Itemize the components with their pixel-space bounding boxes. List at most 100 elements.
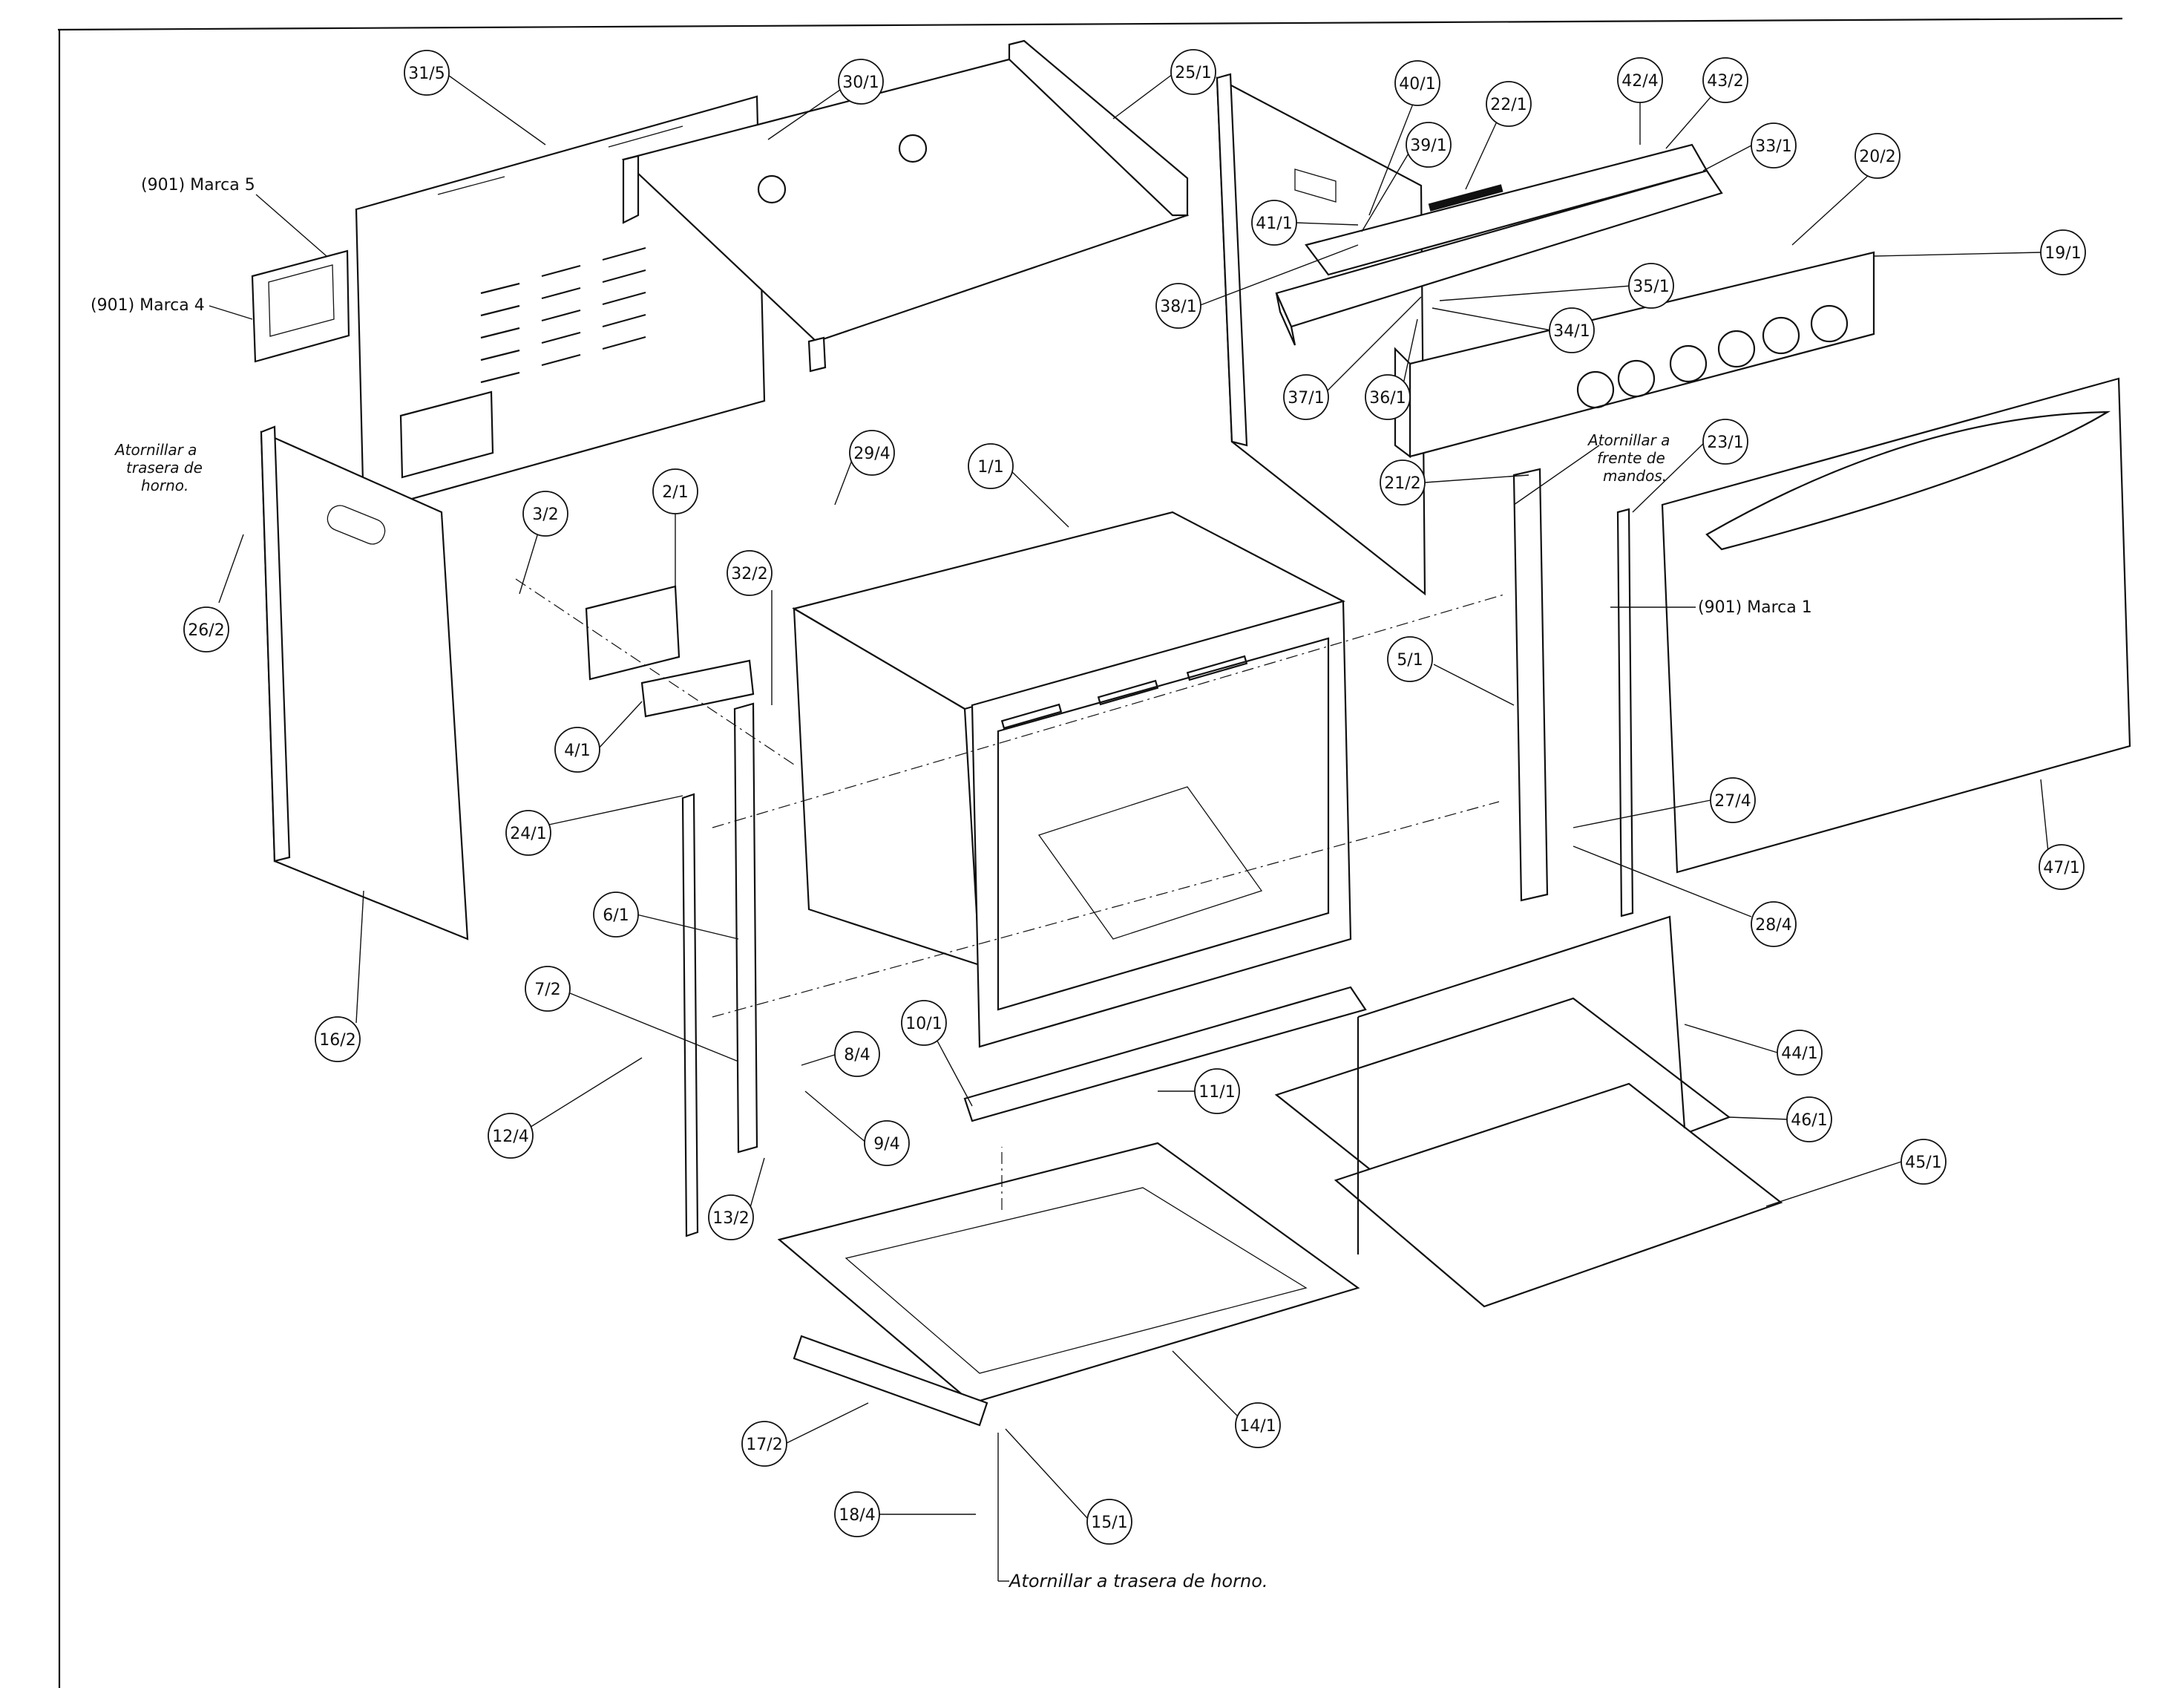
callout-38-1: 38/1: [1155, 283, 1201, 329]
svg-text:24/1: 24/1: [510, 825, 546, 843]
svg-text:34/1: 34/1: [1553, 322, 1590, 341]
callout-42-4: 42/4: [1617, 57, 1663, 103]
callout-34-1: 34/1: [1549, 307, 1595, 353]
svg-text:41/1: 41/1: [1256, 215, 1292, 233]
svg-text:12/4: 12/4: [492, 1128, 528, 1146]
svg-text:29/4: 29/4: [853, 445, 890, 463]
svg-text:3/2: 3/2: [532, 506, 558, 524]
svg-text:23/1: 23/1: [1707, 434, 1743, 452]
callout-13-2: 13/2: [708, 1194, 754, 1240]
callout-10-1: 10/1: [901, 1000, 947, 1046]
callout-2-1: 2/1: [652, 468, 698, 514]
small-parts: [585, 585, 1367, 1427]
callout-30-1: 30/1: [838, 59, 884, 105]
left-side-panel: [260, 425, 469, 940]
svg-text:46/1: 46/1: [1791, 1111, 1827, 1130]
control-panel-frame: [1275, 143, 1723, 346]
callout-24-1: 24/1: [505, 810, 551, 856]
callout-6-1: 6/1: [593, 892, 639, 938]
svg-text:27/4: 27/4: [1714, 792, 1751, 811]
callout-16-2: 16/2: [315, 1016, 361, 1062]
svg-text:47/1: 47/1: [2043, 859, 2079, 877]
svg-text:16/2: 16/2: [319, 1031, 355, 1050]
marca-plates: [251, 249, 350, 363]
callout-39-1: 39/1: [1406, 122, 1452, 168]
control-knobs: [1576, 304, 1849, 409]
callout-41-1: 41/1: [1251, 200, 1297, 246]
callout-31-5: 31/5: [404, 50, 450, 96]
front-note-line-1: Atornillar a: [1587, 431, 1670, 449]
bottom-plate: [777, 1142, 1360, 1404]
callout-40-1: 40/1: [1394, 60, 1440, 106]
svg-text:28/4: 28/4: [1755, 916, 1791, 935]
callout-12-4: 12/4: [488, 1113, 534, 1159]
bottom-note: Atornillar a trasera de horno.: [1008, 1571, 1268, 1592]
svg-text:4/1: 4/1: [564, 742, 590, 760]
oven-cavity: [792, 511, 1352, 1048]
callout-37-1: 37/1: [1283, 374, 1329, 420]
svg-text:10/1: 10/1: [905, 1015, 942, 1033]
svg-text:5/1: 5/1: [1397, 651, 1423, 670]
callout-44-1: 44/1: [1777, 1030, 1823, 1076]
svg-text:2/1: 2/1: [662, 483, 688, 502]
svg-text:7/2: 7/2: [534, 981, 560, 999]
svg-text:30/1: 30/1: [842, 73, 879, 92]
front-note-line-3: mandos.: [1603, 467, 1667, 485]
svg-text:8/4: 8/4: [844, 1046, 870, 1064]
callout-35-1: 35/1: [1628, 263, 1674, 309]
svg-text:45/1: 45/1: [1905, 1154, 1941, 1172]
svg-text:26/2: 26/2: [188, 621, 224, 640]
callout-32-2: 32/2: [727, 550, 773, 596]
svg-text:20/2: 20/2: [1859, 148, 1895, 166]
svg-text:22/1: 22/1: [1490, 96, 1526, 114]
svg-text:36/1: 36/1: [1369, 389, 1406, 408]
svg-text:19/1: 19/1: [2044, 244, 2081, 263]
callout-15-1: 15/1: [1086, 1499, 1132, 1545]
svg-text:9/4: 9/4: [873, 1135, 899, 1154]
callout-47-1: 47/1: [2039, 844, 2085, 890]
drawing-frame: [57, 17, 2123, 1688]
callout-7-2: 7/2: [525, 966, 571, 1012]
svg-text:13/2: 13/2: [712, 1209, 749, 1228]
callout-21-2: 21/2: [1380, 459, 1426, 506]
svg-text:21/2: 21/2: [1384, 474, 1420, 493]
svg-text:18/4: 18/4: [839, 1506, 875, 1525]
oven-door: [1661, 377, 2131, 874]
callout-1-1: 1/1: [968, 443, 1014, 489]
annotation-notes: (901) Marca 5 (901) Marca 4 (901) Marca …: [91, 176, 1812, 1592]
svg-text:31/5: 31/5: [408, 65, 445, 83]
svg-text:6/1: 6/1: [603, 906, 629, 925]
top-cover: [621, 39, 1190, 373]
callout-5-1: 5/1: [1387, 636, 1433, 682]
oven-rack-and-tray: [1274, 915, 1783, 1308]
svg-text:38/1: 38/1: [1160, 298, 1196, 316]
marca-1-label: (901) Marca 1: [1698, 598, 1812, 617]
callout-20-2: 20/2: [1855, 133, 1901, 179]
svg-text:35/1: 35/1: [1633, 278, 1669, 296]
svg-text:40/1: 40/1: [1399, 75, 1435, 94]
svg-text:37/1: 37/1: [1288, 389, 1324, 408]
svg-text:44/1: 44/1: [1781, 1044, 1817, 1063]
vertical-rails: [681, 468, 1634, 1237]
callout-45-1: 45/1: [1901, 1139, 1947, 1185]
marca-5-label: (901) Marca 5: [141, 176, 255, 194]
svg-text:25/1: 25/1: [1175, 64, 1211, 82]
callout-23-1: 23/1: [1702, 419, 1748, 465]
svg-text:32/2: 32/2: [731, 565, 767, 583]
rear-panel: [355, 95, 766, 514]
rear-panel-vent-slots: [480, 246, 646, 384]
svg-text:17/2: 17/2: [746, 1436, 782, 1454]
svg-text:1/1: 1/1: [977, 458, 1003, 477]
svg-text:39/1: 39/1: [1410, 137, 1446, 155]
callout-33-1: 33/1: [1751, 122, 1797, 169]
callout-17-2: 17/2: [741, 1421, 787, 1467]
callout-27-4: 27/4: [1710, 777, 1756, 823]
front-note-line-2: frente de: [1597, 449, 1665, 467]
callout-4-1: 4/1: [554, 727, 600, 773]
callout-14-1: 14/1: [1235, 1402, 1281, 1448]
left-note-line-2: trasera de: [126, 459, 203, 477]
left-note-line-1: Atornillar a: [114, 441, 197, 459]
callout-18-4: 18/4: [834, 1491, 880, 1537]
centre-lines: [515, 578, 1507, 1210]
